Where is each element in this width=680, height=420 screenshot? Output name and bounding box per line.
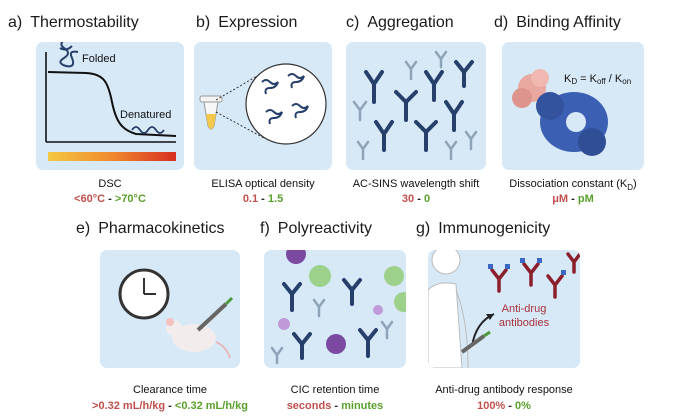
immunogenicity-illustration: Anti-drug antibodies (428, 250, 580, 368)
antigen-protein-icon (512, 69, 549, 108)
panel-d-range: μM - pM (552, 193, 594, 205)
melting-curve (47, 71, 177, 137)
ada-label-line2: antibodies (499, 317, 550, 329)
panel-b-caption: ELISA optical density (211, 178, 315, 190)
panel-c-caption: AC-SINS wavelength shift (352, 178, 480, 190)
zoom-circle (245, 63, 327, 145)
panel-g-title: g)Immunogenicity (416, 220, 551, 237)
temperature-gradient-bar (48, 152, 176, 161)
panel-b-range: 0.1 - 1.5 (242, 193, 284, 205)
panel-g-range: 100% - 0% (477, 400, 531, 412)
human-figure-icon (428, 250, 469, 368)
panel-d-caption: Dissociation constant (KD) (509, 178, 637, 193)
pk-illustration (100, 250, 240, 368)
panel-f-range: seconds - minutes (286, 400, 384, 412)
kd-formula: KD = Koff / Kon (564, 73, 631, 86)
panel-d-title: d)Binding Affinity (494, 14, 621, 31)
polyreactive-molecule-icons (278, 250, 406, 354)
cic-illustration (264, 250, 406, 368)
folded-protein-icon (59, 42, 79, 68)
expressed-protein-icons (261, 73, 309, 125)
syringe-icon (196, 296, 234, 332)
panel-g-caption: Anti-drug antibody response (435, 384, 573, 396)
clock-icon (118, 268, 170, 320)
panel-b-title: b)Expression (196, 14, 298, 31)
zoom-line-bottom (215, 111, 265, 139)
label-folded: Folded (82, 53, 116, 65)
mouse-icon (166, 318, 231, 359)
ac-sins-illustration (346, 42, 486, 170)
ada-label-line1: Anti-drug (502, 303, 547, 315)
arrow-head-icon (486, 314, 494, 320)
panel-f-caption: CIC retention time (290, 384, 380, 396)
panel-a-range: <60°C - >70°C (74, 193, 146, 205)
anti-drug-antibody-icons (488, 252, 580, 299)
label-denatured: Denatured (120, 109, 171, 121)
denatured-protein-icon (131, 126, 165, 134)
panel-e-range: >0.32 mL/h/kg - <0.32 mL/h/kg (92, 400, 248, 412)
sample-tube-icon (199, 95, 223, 130)
panel-a-caption: DSC (98, 178, 122, 190)
zoom-line-top (215, 71, 265, 101)
antibody-aggregate-icons (352, 50, 478, 161)
binding-illustration: KD = Koff / Kon (502, 42, 644, 170)
panel-e-title: e)Pharmacokinetics (76, 220, 225, 237)
dsc-illustration: Folded Denatured (36, 42, 184, 170)
panel-a-title: a)Thermostability (8, 14, 139, 31)
antibody-protein-icon (536, 92, 608, 156)
antibody-icons (270, 278, 394, 365)
panel-f-title: f)Polyreactivity (260, 220, 373, 237)
panel-c-title: c)Aggregation (346, 14, 454, 31)
panel-c-range: 30 - 0 (401, 193, 431, 205)
syringe-icon (460, 330, 491, 354)
panel-e-caption: Clearance time (133, 384, 207, 396)
elisa-illustration (194, 42, 332, 170)
